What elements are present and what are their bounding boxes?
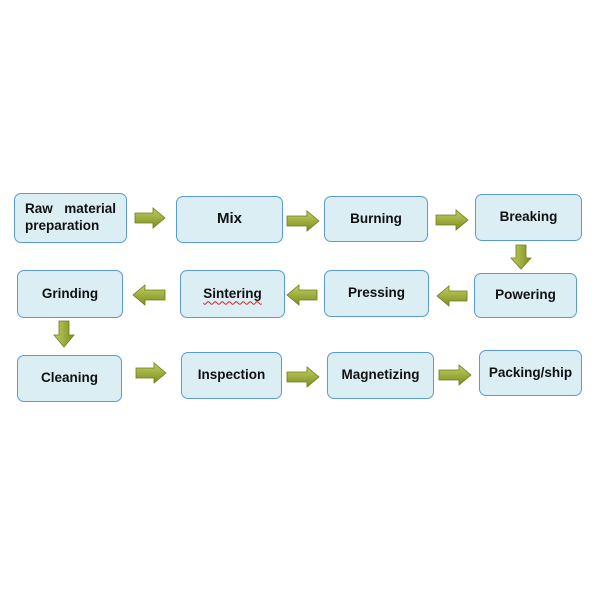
step-label: Packing/ship <box>488 364 573 380</box>
step-label: Breaking <box>499 209 558 225</box>
step-label: Inspection <box>197 367 266 383</box>
step-grinding: Grinding <box>17 270 123 318</box>
step-powering: Powering <box>474 273 577 318</box>
step-magnetizing: Magnetizing <box>327 352 434 399</box>
step-label: Pressing <box>347 285 406 301</box>
arrow-right-icon <box>134 207 166 229</box>
step-label: Powering <box>495 287 556 303</box>
arrow-right-icon <box>286 210 320 232</box>
arrow-right-icon <box>435 209 469 231</box>
arrow-down-icon <box>510 244 532 270</box>
arrow-right-icon <box>438 364 472 386</box>
step-pressing: Pressing <box>324 270 429 317</box>
step-mix: Mix <box>176 196 283 243</box>
step-label: Mix <box>216 210 242 228</box>
arrow-down-icon <box>53 320 75 348</box>
arrow-left-icon <box>436 285 468 307</box>
step-label: Cleaning <box>40 370 98 386</box>
step-label: Grinding <box>41 285 99 301</box>
step-label: Sintering <box>203 285 262 301</box>
step-inspection: Inspection <box>181 352 282 399</box>
step-label: Magnetizing <box>341 367 420 383</box>
step-packing-ship: Packing/ship <box>479 350 582 396</box>
step-label: Raw material preparation <box>25 201 116 233</box>
step-raw-material-preparation: Raw material preparation <box>14 193 127 243</box>
arrow-left-icon <box>286 284 318 306</box>
step-label: Burning <box>350 210 402 226</box>
step-cleaning: Cleaning <box>17 355 122 402</box>
arrow-right-icon <box>135 362 167 384</box>
arrow-left-icon <box>132 284 166 306</box>
arrow-right-icon <box>286 366 320 388</box>
step-sintering: Sintering <box>180 270 285 318</box>
step-burning: Burning <box>324 196 428 242</box>
step-breaking: Breaking <box>475 194 582 241</box>
